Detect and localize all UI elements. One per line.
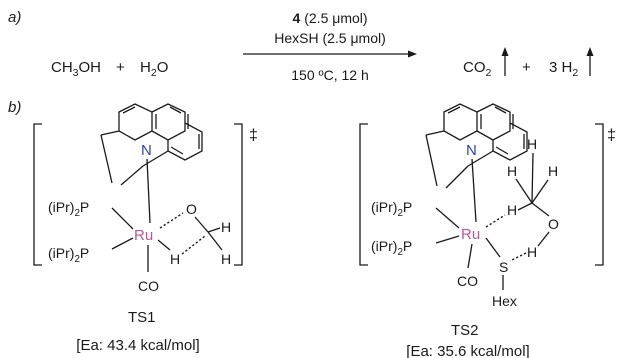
ts1-left-bracket: [33, 123, 42, 266]
plus-sign-products: +: [522, 59, 531, 76]
ts1-ru-h-bond: [157, 239, 171, 251]
reactant-water: H2O: [140, 59, 168, 79]
reaction-arrow-head: [408, 50, 417, 58]
ts1-p-ru-bond-top: [111, 207, 134, 230]
gas-arrow-h2-head: [586, 47, 594, 56]
catalyst-loading: 4(2.5 μmol): [292, 10, 367, 26]
ts2-carbonyl-label: CO: [457, 273, 478, 289]
ts1-n-ru-bond: [146, 158, 151, 224]
ts2-ruthenium-label: Ru: [461, 226, 480, 243]
ts1-h-bottom-label: H: [221, 251, 231, 267]
transition-state-1: ‡ N Ru (iPr)2P (iPr)2P CO O H: [33, 103, 258, 354]
ts2-phosphine-bottom-text: (iPr)2P: [371, 238, 412, 258]
ts1-dagger: ‡: [249, 127, 258, 144]
ts1-ring-left: [118, 103, 153, 141]
ts1-c-h-bottom-bond: [207, 231, 223, 251]
panel-b-label: b): [8, 99, 21, 116]
ts2-phosphine-top-text: (iPr)2P: [371, 199, 412, 219]
ts2-oxygen-label: O: [548, 216, 559, 232]
ts2-o-h-bond: [537, 231, 550, 247]
ts2-ch2-top-a: [425, 130, 445, 136]
ts2-ring-mid: [476, 103, 511, 141]
ts1-phosphine-bottom-text: (iPr)2P: [48, 245, 89, 265]
ts1-nitrogen-label: N: [141, 142, 152, 159]
ts2-h-c-left-label: H: [507, 163, 517, 179]
ts2-left-bracket: [359, 123, 368, 266]
ts1-p-ru-bond-bottom: [111, 237, 134, 250]
ts1-phosphine-top: (iPr)2P: [48, 199, 89, 219]
ts2-ring-left: [443, 103, 478, 141]
ts2-p-ru-bond-top: [435, 207, 460, 229]
ts2-phosphine-top: (iPr)2P: [371, 199, 412, 219]
ts1-h-c-dashed: [181, 235, 206, 255]
ts2-nitrogen-label: N: [466, 142, 477, 159]
plus-sign-reactants: +: [116, 59, 125, 76]
ts1-carbonyl-label: CO: [138, 278, 159, 294]
ts1-h-bridge-label: H: [170, 251, 180, 267]
ts2-n-ru-bond: [471, 158, 477, 223]
ts2-ru-s-bond: [485, 237, 501, 258]
ts1-ring-mid: [151, 103, 186, 141]
panel-a-label: a): [8, 9, 21, 26]
ts2-h-c-right-label: H: [548, 163, 558, 179]
ts2-sulfur-label: S: [499, 259, 508, 275]
ts2-p-ru-bond-bottom: [435, 235, 460, 244]
product-co2: CO2: [463, 59, 492, 79]
product-hydrogen: 3 H2: [549, 59, 578, 79]
ts1-name: TS1: [128, 309, 156, 326]
ts1-phosphine-top-text: (iPr)2P: [48, 199, 89, 219]
ts1-right-bracket: [234, 123, 243, 266]
ts2-ch2-bottom-b: [445, 165, 469, 189]
ts2-h-ru-label: H: [507, 202, 517, 218]
ts2-phosphine-bottom: (iPr)2P: [371, 238, 412, 258]
ts2-right-bracket: [595, 123, 604, 266]
ts1-ring-double-bonds: [122, 106, 200, 155]
ts2-ch2-top-b: [425, 134, 438, 187]
ts1-o-c-bond: [194, 216, 209, 233]
ts2-c-h-left-bond: [515, 178, 533, 204]
catalyst-id: 4: [292, 10, 300, 26]
transition-state-2: ‡ N Ru (iPr)2P (iPr)2P CO S Hex H: [359, 103, 616, 358]
ts1-phosphine-bottom: (iPr)2P: [48, 245, 89, 265]
ts2-h-methyl-label: H: [527, 136, 537, 152]
product-co2-text: CO2: [463, 59, 492, 79]
reactant-methanol: CH3OH: [51, 59, 101, 79]
ts2-s-h-dashed: [509, 252, 527, 262]
ts2-c-h-methyl-bond: [531, 152, 534, 204]
ts2-h-c-bond: [517, 202, 533, 211]
ts1-c-h-top-bond: [207, 227, 221, 233]
ts1-ch2-bottom-b: [120, 165, 144, 186]
catalyst-amount: (2.5 μmol): [304, 10, 367, 26]
ts1-ch2-top-a: [100, 130, 120, 136]
ts2-ring-double-bonds: [447, 106, 525, 155]
ts1-activation-energy: [Ea: 43.4 kcal/mol]: [76, 337, 199, 354]
ts1-h-top-label: H: [221, 219, 231, 235]
ts1-oxygen-label: O: [186, 201, 197, 217]
ts2-name: TS2: [451, 322, 479, 339]
ts2-c-o-bond: [531, 202, 550, 217]
product-hydrogen-text: 3 H2: [549, 59, 578, 79]
reaction-conditions: 150 ºC, 12 h: [291, 67, 369, 83]
reactant-methanol-text: CH3OH: [51, 59, 101, 79]
ts2-c-h-right-bond: [531, 179, 549, 204]
ts2-hex-label: Hex: [492, 293, 517, 309]
ts2-ru-co-bond: [467, 243, 473, 269]
ts2-dagger: ‡: [607, 127, 616, 144]
reactant-water-text: H2O: [140, 59, 168, 79]
ts1-ring-right: [167, 122, 203, 161]
ts1-ch2-top-b: [100, 134, 113, 184]
ts2-activation-energy: [Ea: 35.6 kcal/mol]: [406, 343, 529, 358]
ts2-ring-right: [492, 122, 528, 161]
ts1-ru-o-dashed: [159, 212, 184, 229]
ts2-h-o-label: H: [527, 244, 537, 260]
ts2-ru-h-dashed: [485, 214, 506, 228]
ts1-ruthenium-label: Ru: [134, 227, 153, 244]
additive-loading: HexSH (2.5 μmol): [274, 30, 386, 46]
gas-arrow-co2-head: [501, 47, 509, 56]
